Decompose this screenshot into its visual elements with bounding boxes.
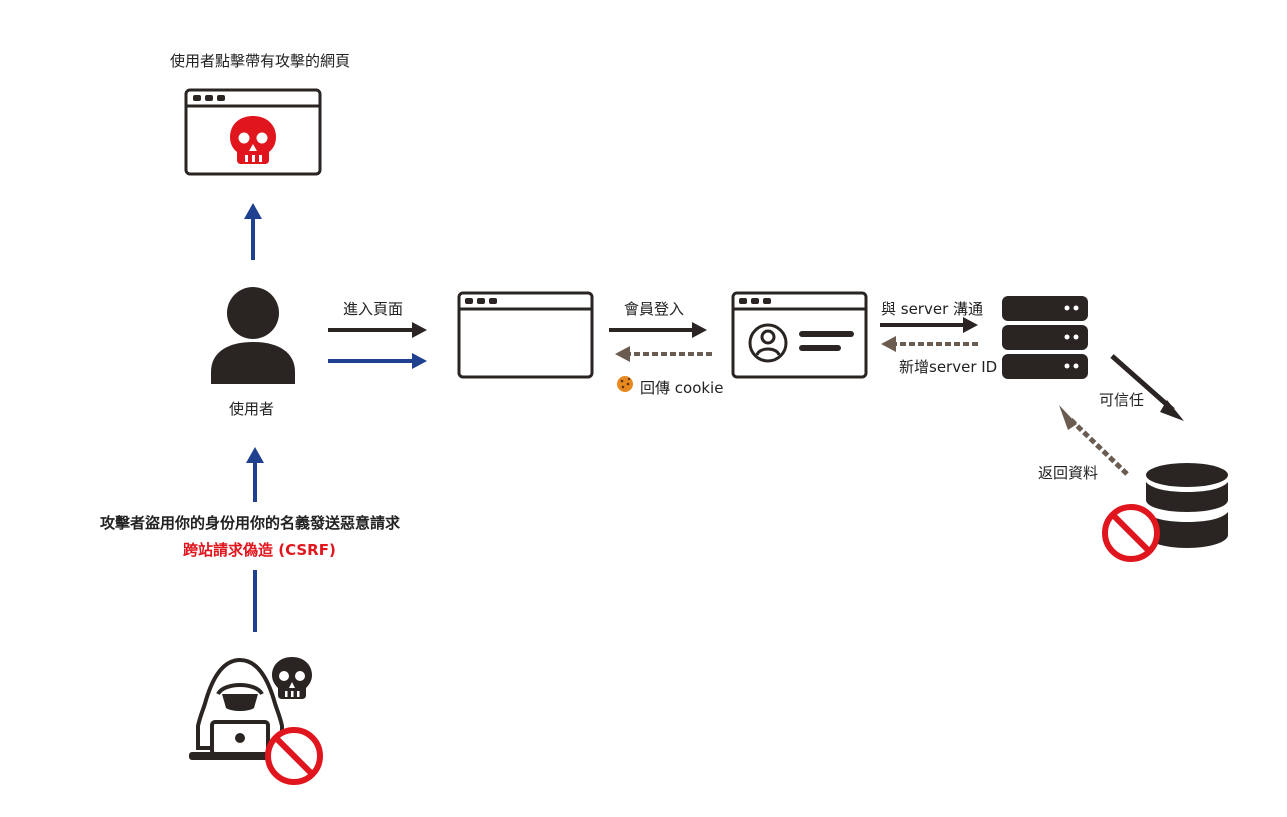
user-label: 使用者 (229, 400, 275, 418)
arrow-member-login (609, 322, 707, 338)
skull-icon (230, 116, 276, 164)
arrow-to-server (880, 317, 978, 333)
trusted-label: 可信任 (1099, 391, 1145, 409)
malicious-page-label: 使用者點擊帶有攻擊的網頁 (170, 52, 351, 70)
talk-to-server-label: 與 server 溝通 (881, 300, 984, 318)
arrow-return-cookie (615, 346, 712, 362)
member-login-label: 會員登入 (624, 300, 685, 318)
arrow-enter-page-dark (328, 322, 427, 338)
arrow-enter-page-blue (328, 353, 427, 369)
add-server-id-label: 新增server ID (899, 358, 998, 376)
arrow-trusted (1110, 354, 1184, 421)
arrow-user-to-malicious-page (244, 203, 262, 260)
profile-card-icon (731, 291, 868, 379)
arrow-from-server (881, 336, 978, 352)
return-cookie-label: 回傳 cookie (640, 379, 724, 397)
enter-page-label: 進入頁面 (343, 300, 404, 318)
arrow-return-data (1059, 405, 1129, 476)
arrow-attacker-to-user (246, 447, 264, 502)
prohibited-icon (1102, 504, 1160, 562)
browser-window-icon (457, 291, 594, 379)
csrf-label: 跨站請求偽造 (CSRF) (183, 541, 336, 559)
server-icon (1002, 296, 1088, 379)
cookie-icon (617, 376, 633, 392)
hacker-prohibited-icon (265, 727, 323, 785)
return-data-label: 返回資料 (1038, 464, 1099, 482)
database-icon (1146, 463, 1228, 548)
hacker-skull-icon (272, 657, 312, 699)
user-icon (211, 287, 295, 384)
attacker-action-label: 攻擊者盜用你的身份用你的名義發送惡意請求 (100, 514, 401, 532)
